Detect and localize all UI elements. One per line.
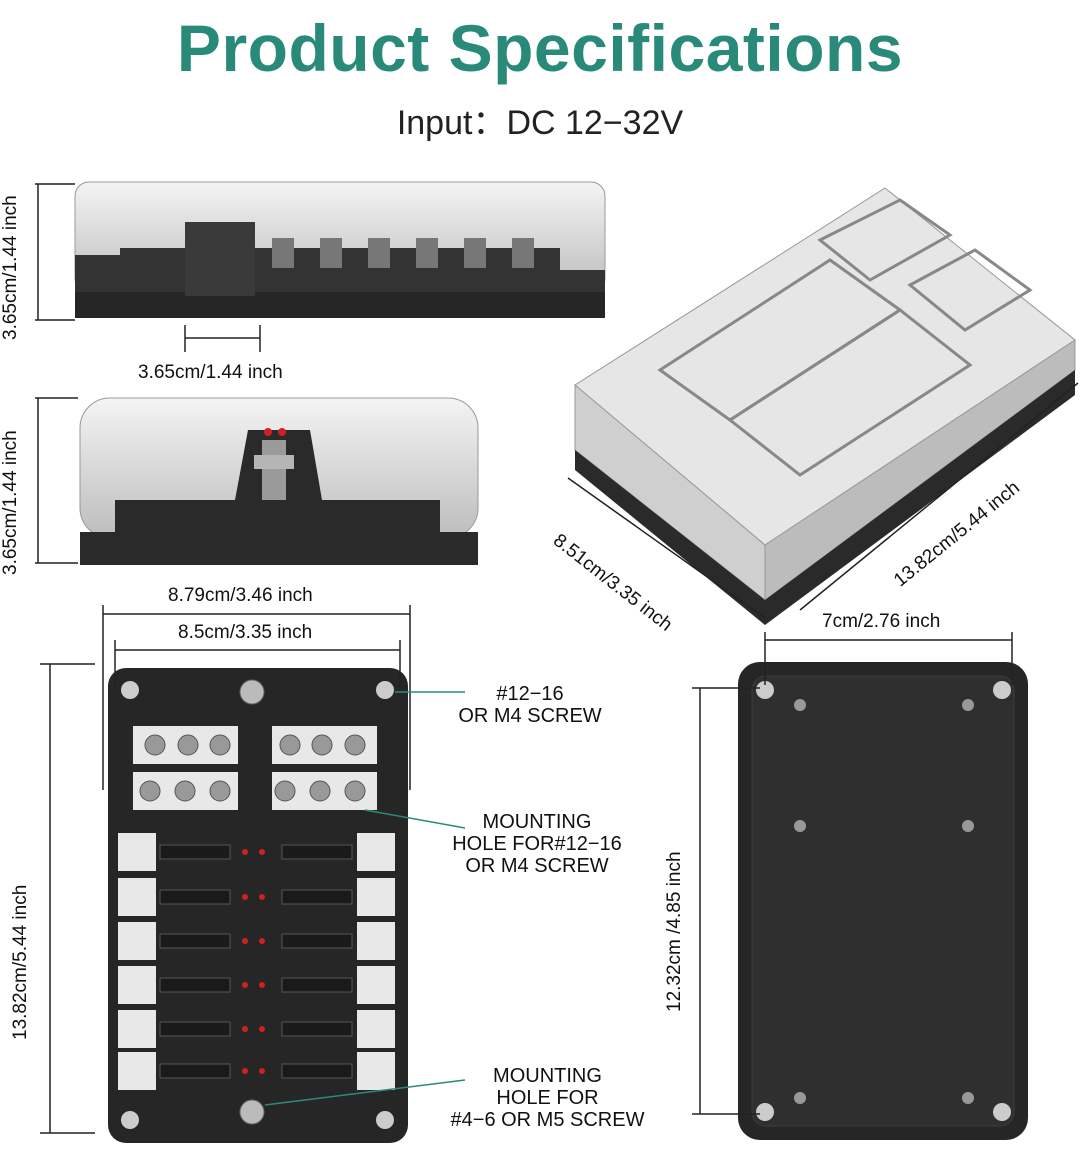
mount-bot-line2: HOLE FOR <box>496 1087 599 1109</box>
screw-top-note: #12−16 OR M4 SCREW <box>440 683 620 727</box>
page-title: Product Specifications <box>176 11 904 85</box>
top-inner-width-label: 8.5cm/3.35 inch <box>178 622 313 643</box>
mount-mid-line2: HOLE FOR#12−16 <box>452 833 622 855</box>
end-height-label: 3.65cm/1.44 inch <box>0 430 21 575</box>
top-outer-width-label: 8.79cm/3.46 inch <box>168 585 313 606</box>
screw-top-line1: #12−16 <box>496 683 564 705</box>
mount-bot-note: MOUNTING HOLE FOR #4−6 OR M5 SCREW <box>440 1065 655 1131</box>
side-height-label: 3.65cm/1.44 inch <box>0 195 21 340</box>
mount-mid-line1: MOUNTING <box>482 811 592 833</box>
mount-mid-line3: OR M4 SCREW <box>465 855 609 877</box>
top-view <box>108 668 408 1143</box>
back-hole-width-label: 7cm/2.76 inch <box>822 611 941 632</box>
back-hole-length-label: 12.32cm /4.85 inch <box>664 851 685 1012</box>
side-width-label: 3.65cm/1.44 inch <box>138 362 283 383</box>
mount-bot-line1: MOUNTING <box>493 1065 602 1087</box>
screw-top-line2: OR M4 SCREW <box>458 705 602 727</box>
mount-mid-note: MOUNTING HOLE FOR#12−16 OR M4 SCREW <box>432 811 642 877</box>
side-view <box>74 181 606 318</box>
isometric-view <box>574 187 1076 625</box>
end-view <box>79 397 479 565</box>
mount-bot-line3: #4−6 OR M5 SCREW <box>450 1109 645 1131</box>
top-length-label: 13.82cm/5.44 inch <box>10 884 31 1040</box>
back-view <box>738 662 1028 1140</box>
input-spec: Input：DC 12−32V <box>396 104 684 142</box>
